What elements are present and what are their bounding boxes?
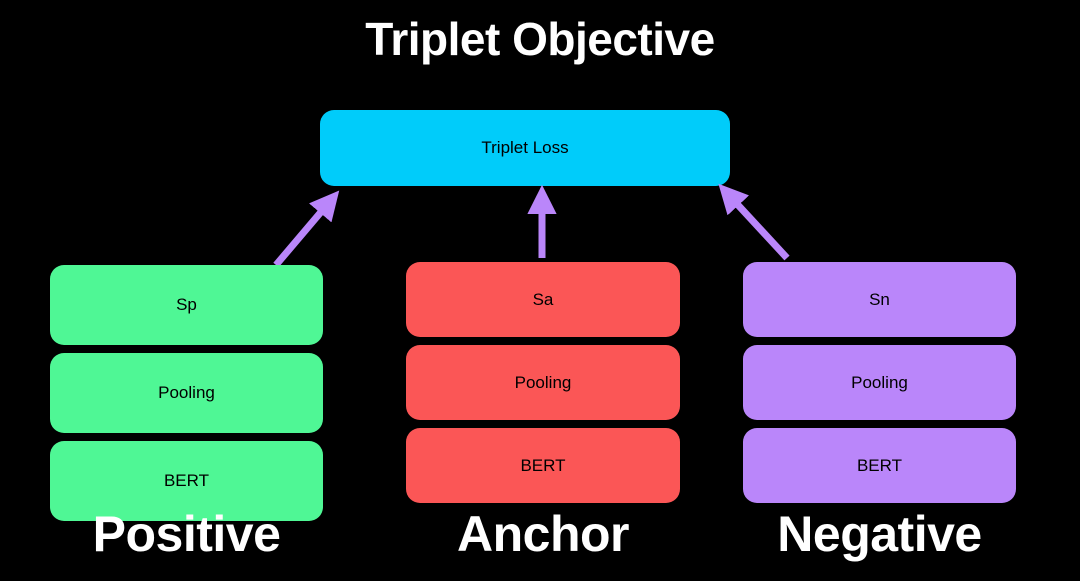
node-label: Sp <box>176 295 197 314</box>
triplet-loss-node: Triplet Loss <box>320 110 730 186</box>
branch-anchor: Sa Pooling BERT <box>406 262 680 503</box>
triplet-loss-label: Triplet Loss <box>481 138 569 157</box>
node-label: Pooling <box>514 372 572 392</box>
diagram-title: Triplet Objective <box>365 13 715 65</box>
node-positive-pooling: Pooling <box>50 353 323 433</box>
node-anchor-sentence: Sa <box>406 262 680 337</box>
arrow-negative-to-loss <box>718 183 790 261</box>
node-negative-bert: BERT <box>743 428 1016 503</box>
arrow-positive-to-loss <box>273 190 340 268</box>
caption-anchor: Anchor <box>457 506 630 562</box>
node-positive-sentence: Sp <box>50 265 323 345</box>
node-label: BERT <box>856 455 903 475</box>
node-anchor-bert: BERT <box>406 428 680 503</box>
node-label: BERT <box>520 455 566 475</box>
caption-positive: Positive <box>92 506 281 562</box>
node-anchor-pooling: Pooling <box>406 345 680 420</box>
node-negative-pooling: Pooling <box>743 345 1016 420</box>
node-label: Pooling <box>158 383 215 402</box>
branch-positive: Sp Pooling BERT <box>50 265 323 521</box>
branch-negative: Sn Pooling BERT <box>743 262 1016 503</box>
caption-negative: Negative <box>777 506 982 562</box>
node-label: Pooling <box>851 372 908 392</box>
node-label: Sn <box>869 289 890 309</box>
node-positive-bert: BERT <box>50 441 323 521</box>
node-label: BERT <box>163 471 210 490</box>
node-negative-sentence: Sn <box>743 262 1016 337</box>
node-label: Sa <box>532 289 554 309</box>
